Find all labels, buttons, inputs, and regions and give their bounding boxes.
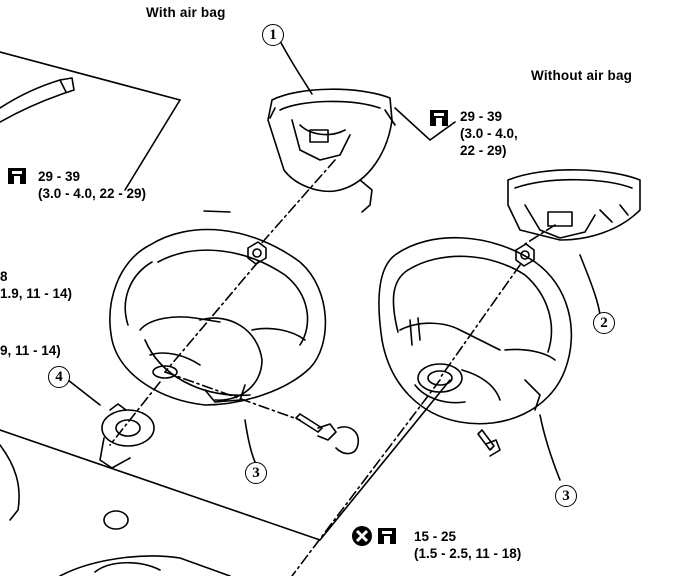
column-cover	[0, 444, 20, 521]
callout-2: 2	[593, 312, 615, 334]
torque-wrench-icon	[430, 110, 448, 126]
steering-wheel-bolt-right	[477, 429, 501, 457]
combination-switch-stalk	[0, 77, 75, 123]
spiral-cable	[99, 403, 155, 469]
heading-without-air-bag: Without air bag	[531, 68, 633, 83]
steering-wheel-left	[109, 228, 327, 406]
washer	[335, 426, 360, 455]
airbag-module-with-airbag	[267, 88, 396, 213]
torque-spec-partial-2: 9, 11 - 14)	[0, 343, 61, 358]
torque-wrench-icon	[378, 528, 396, 544]
torque-spec-partial-1: 8 1.9, 11 - 14)	[0, 269, 73, 301]
column-cover-hole	[103, 510, 129, 530]
callout-3-right: 3	[555, 485, 577, 507]
do-not-reuse-icon	[352, 526, 372, 546]
torque-spec-bolt: 15 - 25 (1.5 - 2.5, 11 - 18)	[414, 529, 522, 561]
torque-spec-left: 29 - 39 (3.0 - 4.0, 22 - 29)	[38, 169, 147, 201]
panel-border-right	[124, 99, 181, 191]
torque-wrench-icon	[8, 168, 26, 184]
callout-3-left: 3	[245, 462, 267, 484]
callout-4: 4	[48, 366, 70, 388]
steering-wheel-bolt	[295, 413, 337, 441]
airbag-nut-left	[247, 241, 267, 265]
panel-border-top	[0, 51, 181, 101]
callout-1: 1	[262, 24, 284, 46]
steering-wheel-right	[378, 236, 573, 425]
torque-spec-right: 29 - 39 (3.0 - 4.0, 22 - 29)	[460, 109, 518, 158]
horn-pad-without-airbag	[507, 169, 641, 241]
heading-with-air-bag: With air bag	[146, 5, 226, 20]
